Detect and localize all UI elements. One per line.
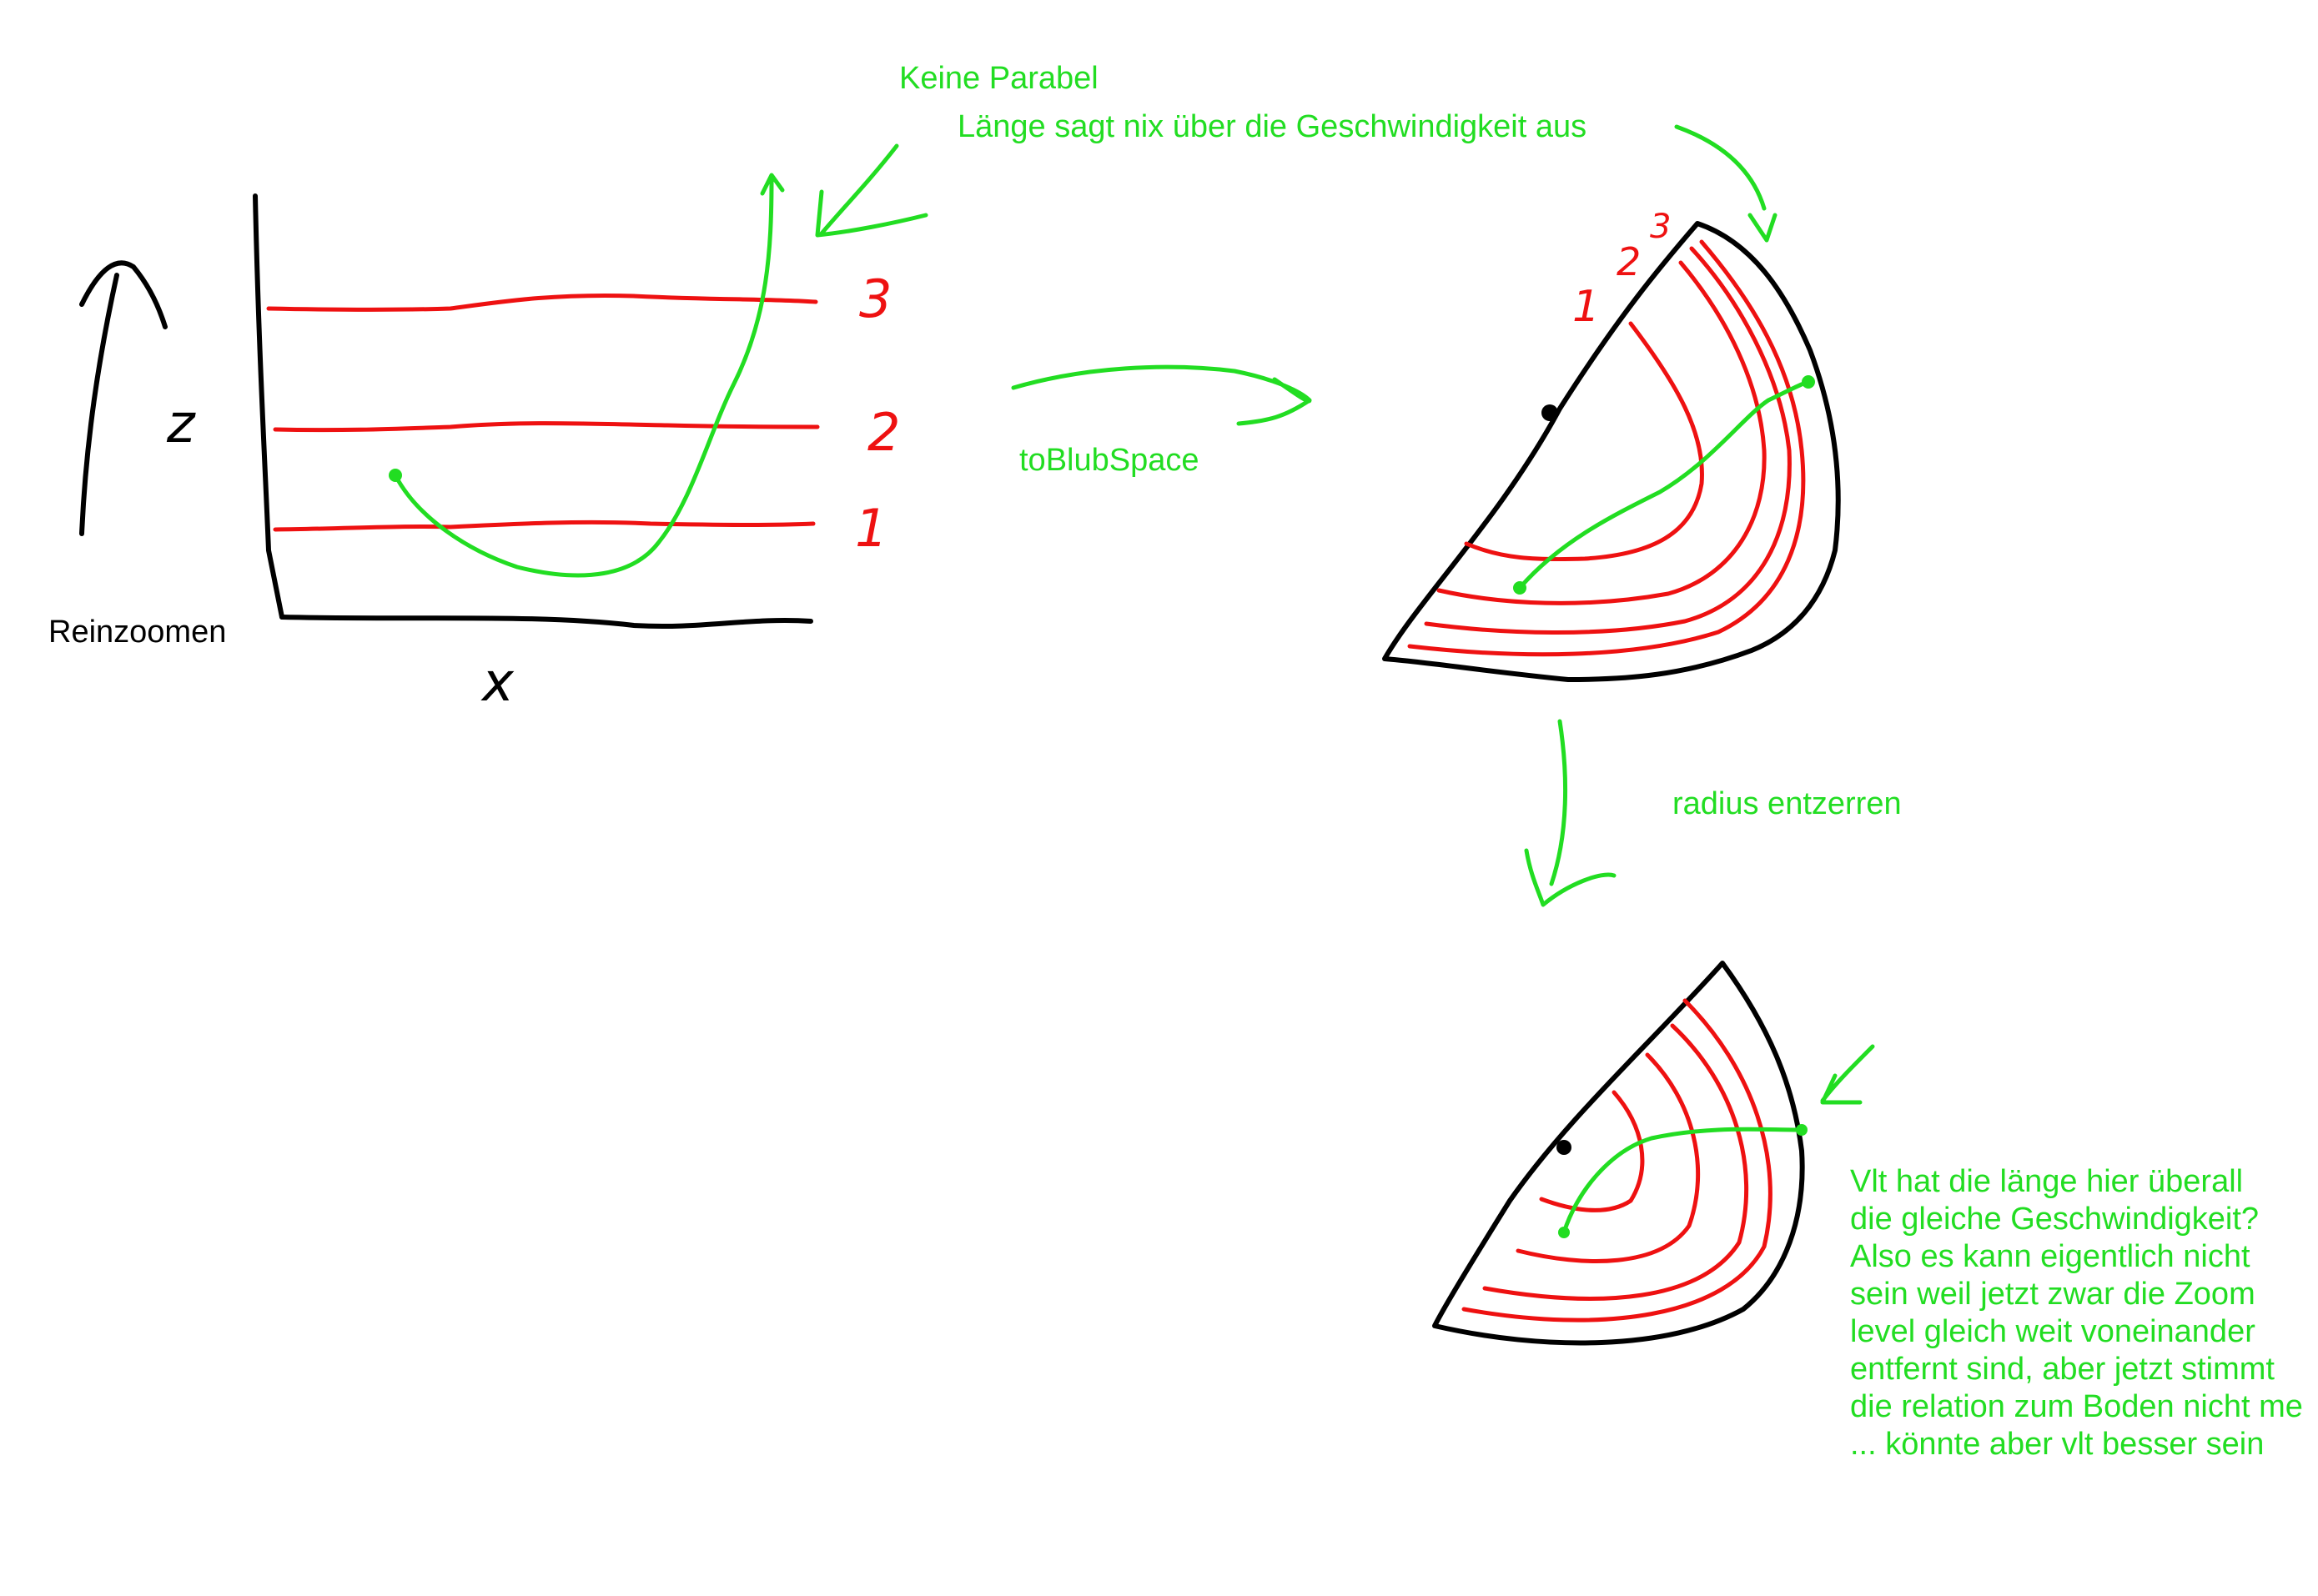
zoom-level-label-1: 1 xyxy=(855,498,887,559)
corrected-wedge-outline xyxy=(1432,961,1805,1346)
zoom-plot: z x 3 2 1 xyxy=(79,173,900,714)
x-axis xyxy=(279,615,813,630)
zoom-level-line-2 xyxy=(273,421,820,433)
zoom-level-line-1 xyxy=(273,519,816,532)
corrected-trajectory-start xyxy=(1558,1227,1570,1238)
keine-parabel-note: Keine Parabel xyxy=(899,61,1099,96)
corrected-wedge-origin-dot xyxy=(1556,1140,1571,1155)
final-note: Vlt hat die länge hier überall die gleic… xyxy=(1850,1164,2303,1462)
keine-parabel-arrow xyxy=(815,143,928,238)
corrected-arc-4 xyxy=(1461,998,1772,1322)
wedge-trajectory-start xyxy=(1513,581,1526,595)
x-axis-label: x xyxy=(480,652,515,714)
radius-entzerren-arrow xyxy=(1524,719,1617,907)
wedge-level-label-1: 1 xyxy=(1572,282,1600,332)
trajectory-start-dot xyxy=(389,469,402,482)
radius-entzerren-label: radius entzerren xyxy=(1672,786,1902,821)
wedge-trajectory xyxy=(1517,379,1811,590)
wedge-level-arc-3 xyxy=(1424,246,1792,635)
zoom-level-label-3: 3 xyxy=(859,269,892,329)
wedge-outline xyxy=(1382,221,1841,682)
wedge-level-arc-4 xyxy=(1407,239,1806,657)
corrected-arc-1 xyxy=(1539,1090,1645,1212)
trajectory-arrowhead xyxy=(760,173,785,196)
z-axis-label: z xyxy=(166,394,196,455)
corrected-trajectory-end xyxy=(1796,1124,1808,1136)
wedge-level-label-2: 2 xyxy=(1617,239,1641,284)
z-axis xyxy=(253,193,284,620)
wedge-level-arc-1 xyxy=(1464,321,1704,562)
wedge-level-label-3: 3 xyxy=(1650,208,1671,246)
wedge-trajectory-end xyxy=(1802,375,1815,389)
laenge-note-arrow xyxy=(1674,124,1777,243)
camera-trajectory xyxy=(393,177,774,578)
zoom-level-line-3 xyxy=(266,293,818,312)
to-blub-space-arrow xyxy=(1011,364,1312,426)
wedge-origin-dot xyxy=(1541,404,1558,421)
corrected-wedge xyxy=(1432,961,1808,1346)
final-note-arrow xyxy=(1820,1044,1875,1105)
zoom-in-arrow xyxy=(79,260,168,536)
zoom-level-label-2: 2 xyxy=(867,402,900,463)
blub-space-wedge: 1 2 3 xyxy=(1382,208,1841,682)
laenge-note: Länge sagt nix über die Geschwindigkeit … xyxy=(958,109,1587,144)
corrected-arc-2 xyxy=(1516,1052,1701,1263)
to-blub-space-label: toBlubSpace xyxy=(1019,443,1199,478)
corrected-arc-3 xyxy=(1482,1023,1749,1301)
wedge-level-arc-2 xyxy=(1436,260,1767,605)
reinzoomen-label: Reinzoomen xyxy=(48,615,227,650)
corrected-trajectory xyxy=(1561,1127,1804,1235)
